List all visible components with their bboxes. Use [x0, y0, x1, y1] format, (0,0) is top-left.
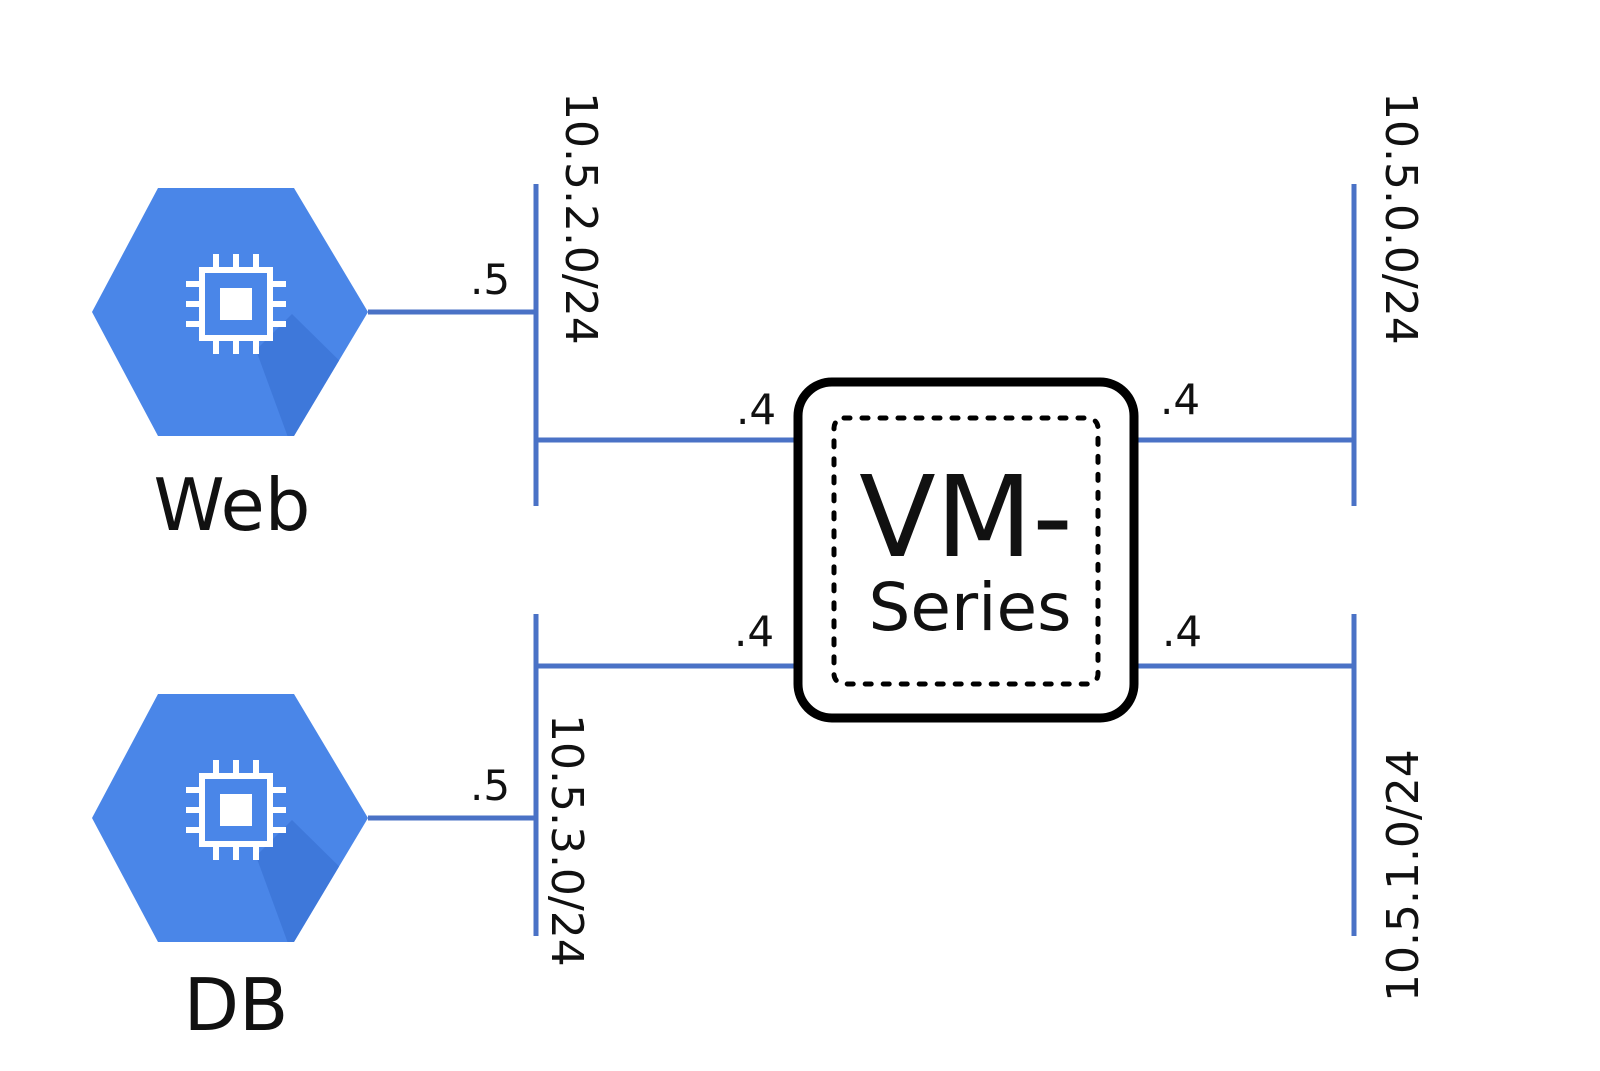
- web-compute-engine-icon: [92, 188, 368, 436]
- web-subnet-label: 10.5.2.0/24: [555, 92, 606, 345]
- network-links: [368, 184, 1357, 936]
- fw-right-top-address: .4: [1160, 375, 1200, 424]
- db-subnet-label: 10.5.3.0/24: [541, 714, 592, 967]
- db-host-address: .5: [470, 761, 510, 810]
- firewall-subtitle: Series: [869, 569, 1072, 646]
- firewall-inner-dotted-box: [831, 415, 1101, 687]
- web-label: Web: [154, 463, 311, 547]
- db-node: DB: [92, 694, 368, 1047]
- right-bottom-subnet-label: 10.5.1.0/24: [1378, 749, 1429, 1002]
- fw-right-bottom-address: .4: [1162, 607, 1202, 656]
- fw-left-bottom-address: .4: [734, 607, 774, 656]
- subnet-labels: 10.5.2.0/24 10.5.3.0/24 10.5.0.0/24 10.5…: [541, 92, 1429, 1002]
- web-host-address: .5: [470, 255, 510, 304]
- interface-labels: .5 .5 .4 .4 .4 .4: [470, 255, 1202, 810]
- right-top-subnet-label: 10.5.0.0/24: [1375, 92, 1426, 345]
- db-label: DB: [184, 963, 289, 1047]
- firewall-outer-box: [793, 377, 1139, 723]
- fw-left-top-address: .4: [736, 385, 776, 434]
- firewall-title: VM-: [859, 453, 1073, 583]
- web-node: Web: [92, 188, 368, 547]
- db-compute-engine-icon: [92, 694, 368, 942]
- vm-series-firewall: VM- Series: [793, 377, 1139, 723]
